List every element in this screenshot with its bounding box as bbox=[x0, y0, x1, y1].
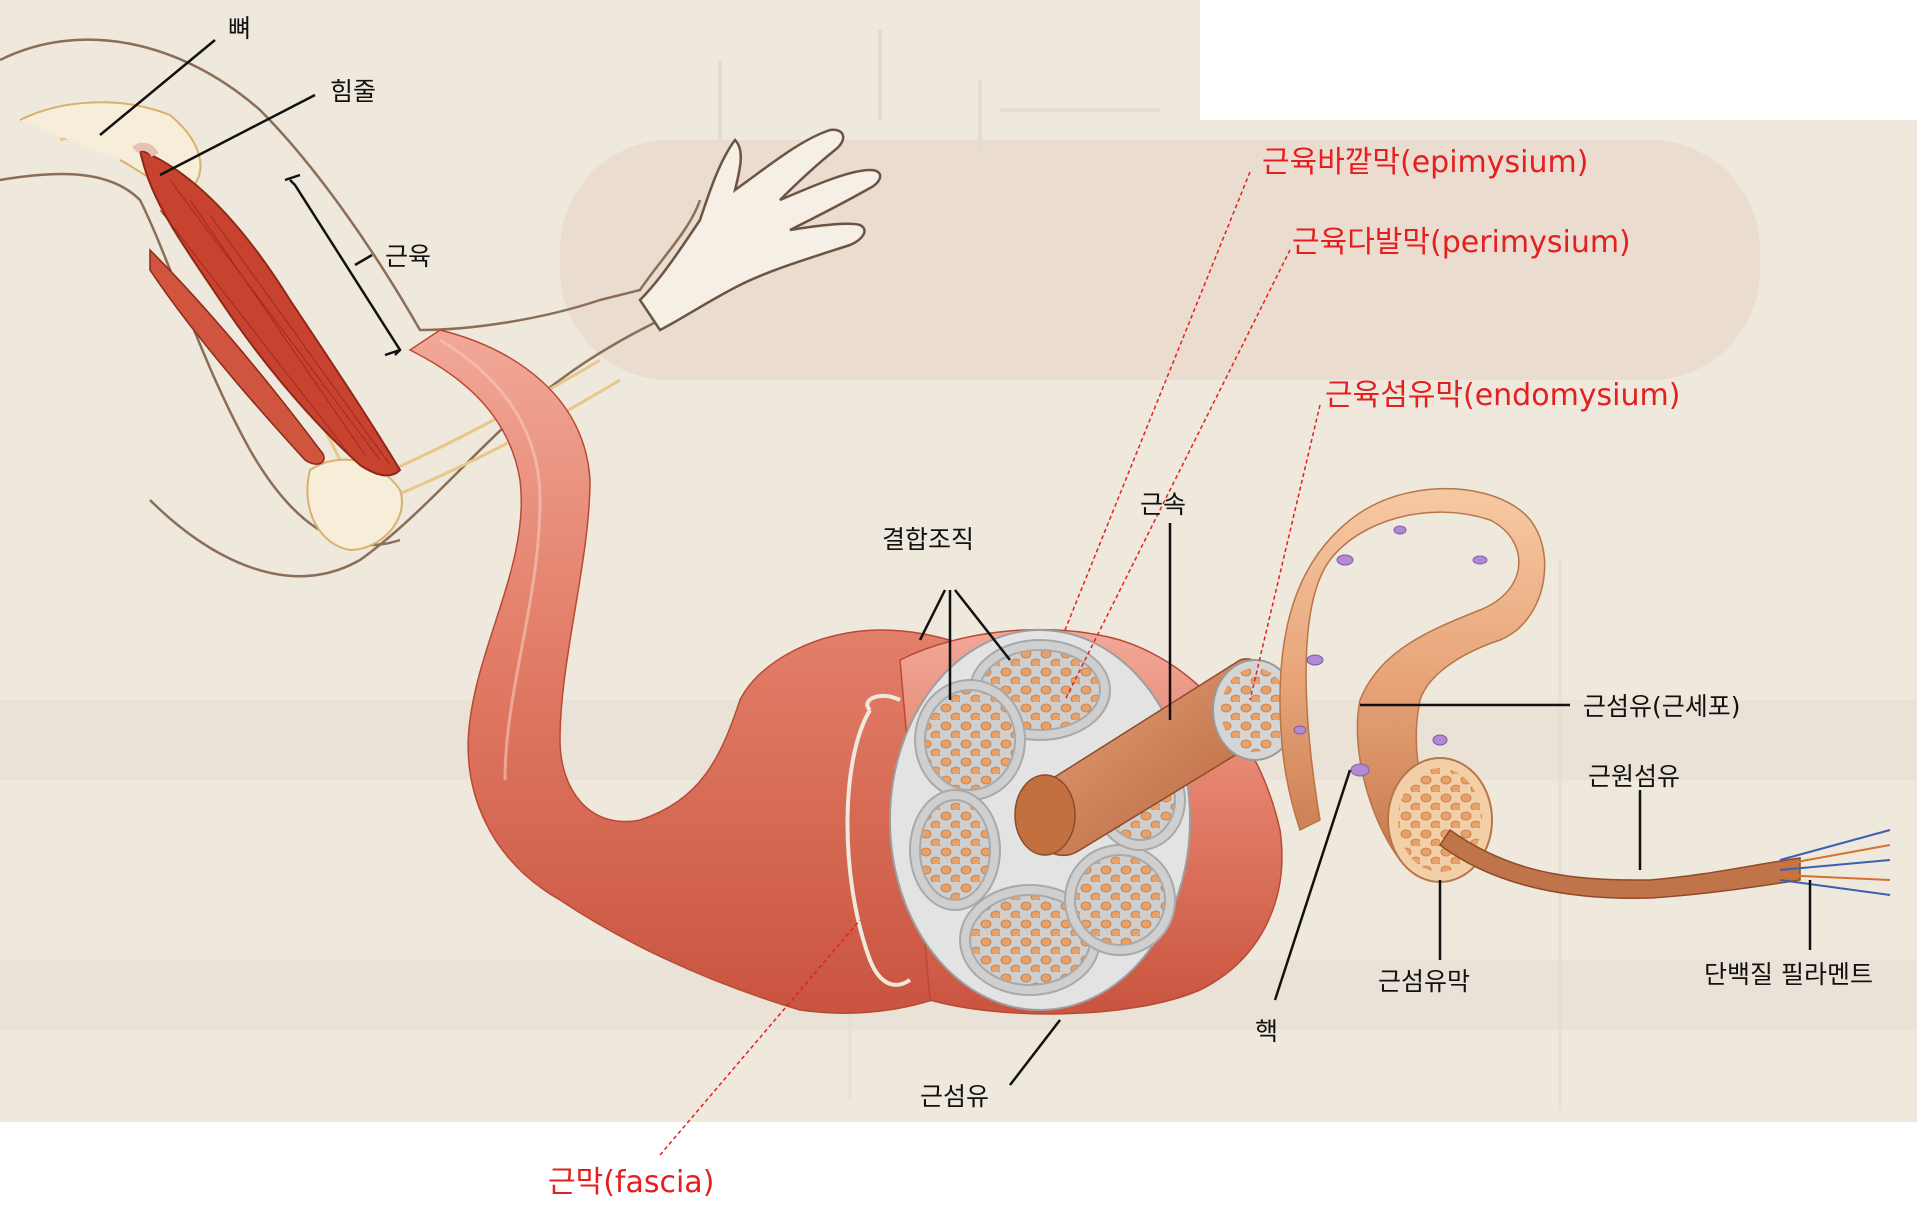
label-sarcolemma: 근섬유막 bbox=[1378, 967, 1470, 996]
label-myofibril: 근원섬유 bbox=[1588, 762, 1680, 791]
label-endomysium: 근육섬유막(endomysium) bbox=[1325, 378, 1680, 413]
label-fascicle: 근속 bbox=[1140, 490, 1186, 519]
label-muscle-fiber: 근섬유 bbox=[920, 1082, 989, 1111]
label-perimysium: 근육다발막(perimysium) bbox=[1292, 225, 1631, 260]
label-epimysium: 근육바깥막(epimysium) bbox=[1262, 145, 1588, 180]
label-tendon: 힘줄 bbox=[330, 77, 376, 106]
label-protein-filament: 단백질 필라멘트 bbox=[1704, 960, 1873, 989]
label-nucleus: 핵 bbox=[1255, 1017, 1278, 1046]
label-muscle-fiber-cell: 근섬유(근세포) bbox=[1583, 692, 1741, 721]
label-muscle: 근육 bbox=[385, 242, 431, 271]
label-bone: 뼈 bbox=[228, 14, 251, 43]
label-connective-tissue: 결합조직 bbox=[882, 525, 974, 554]
label-fascia: 근막(fascia) bbox=[548, 1165, 714, 1200]
